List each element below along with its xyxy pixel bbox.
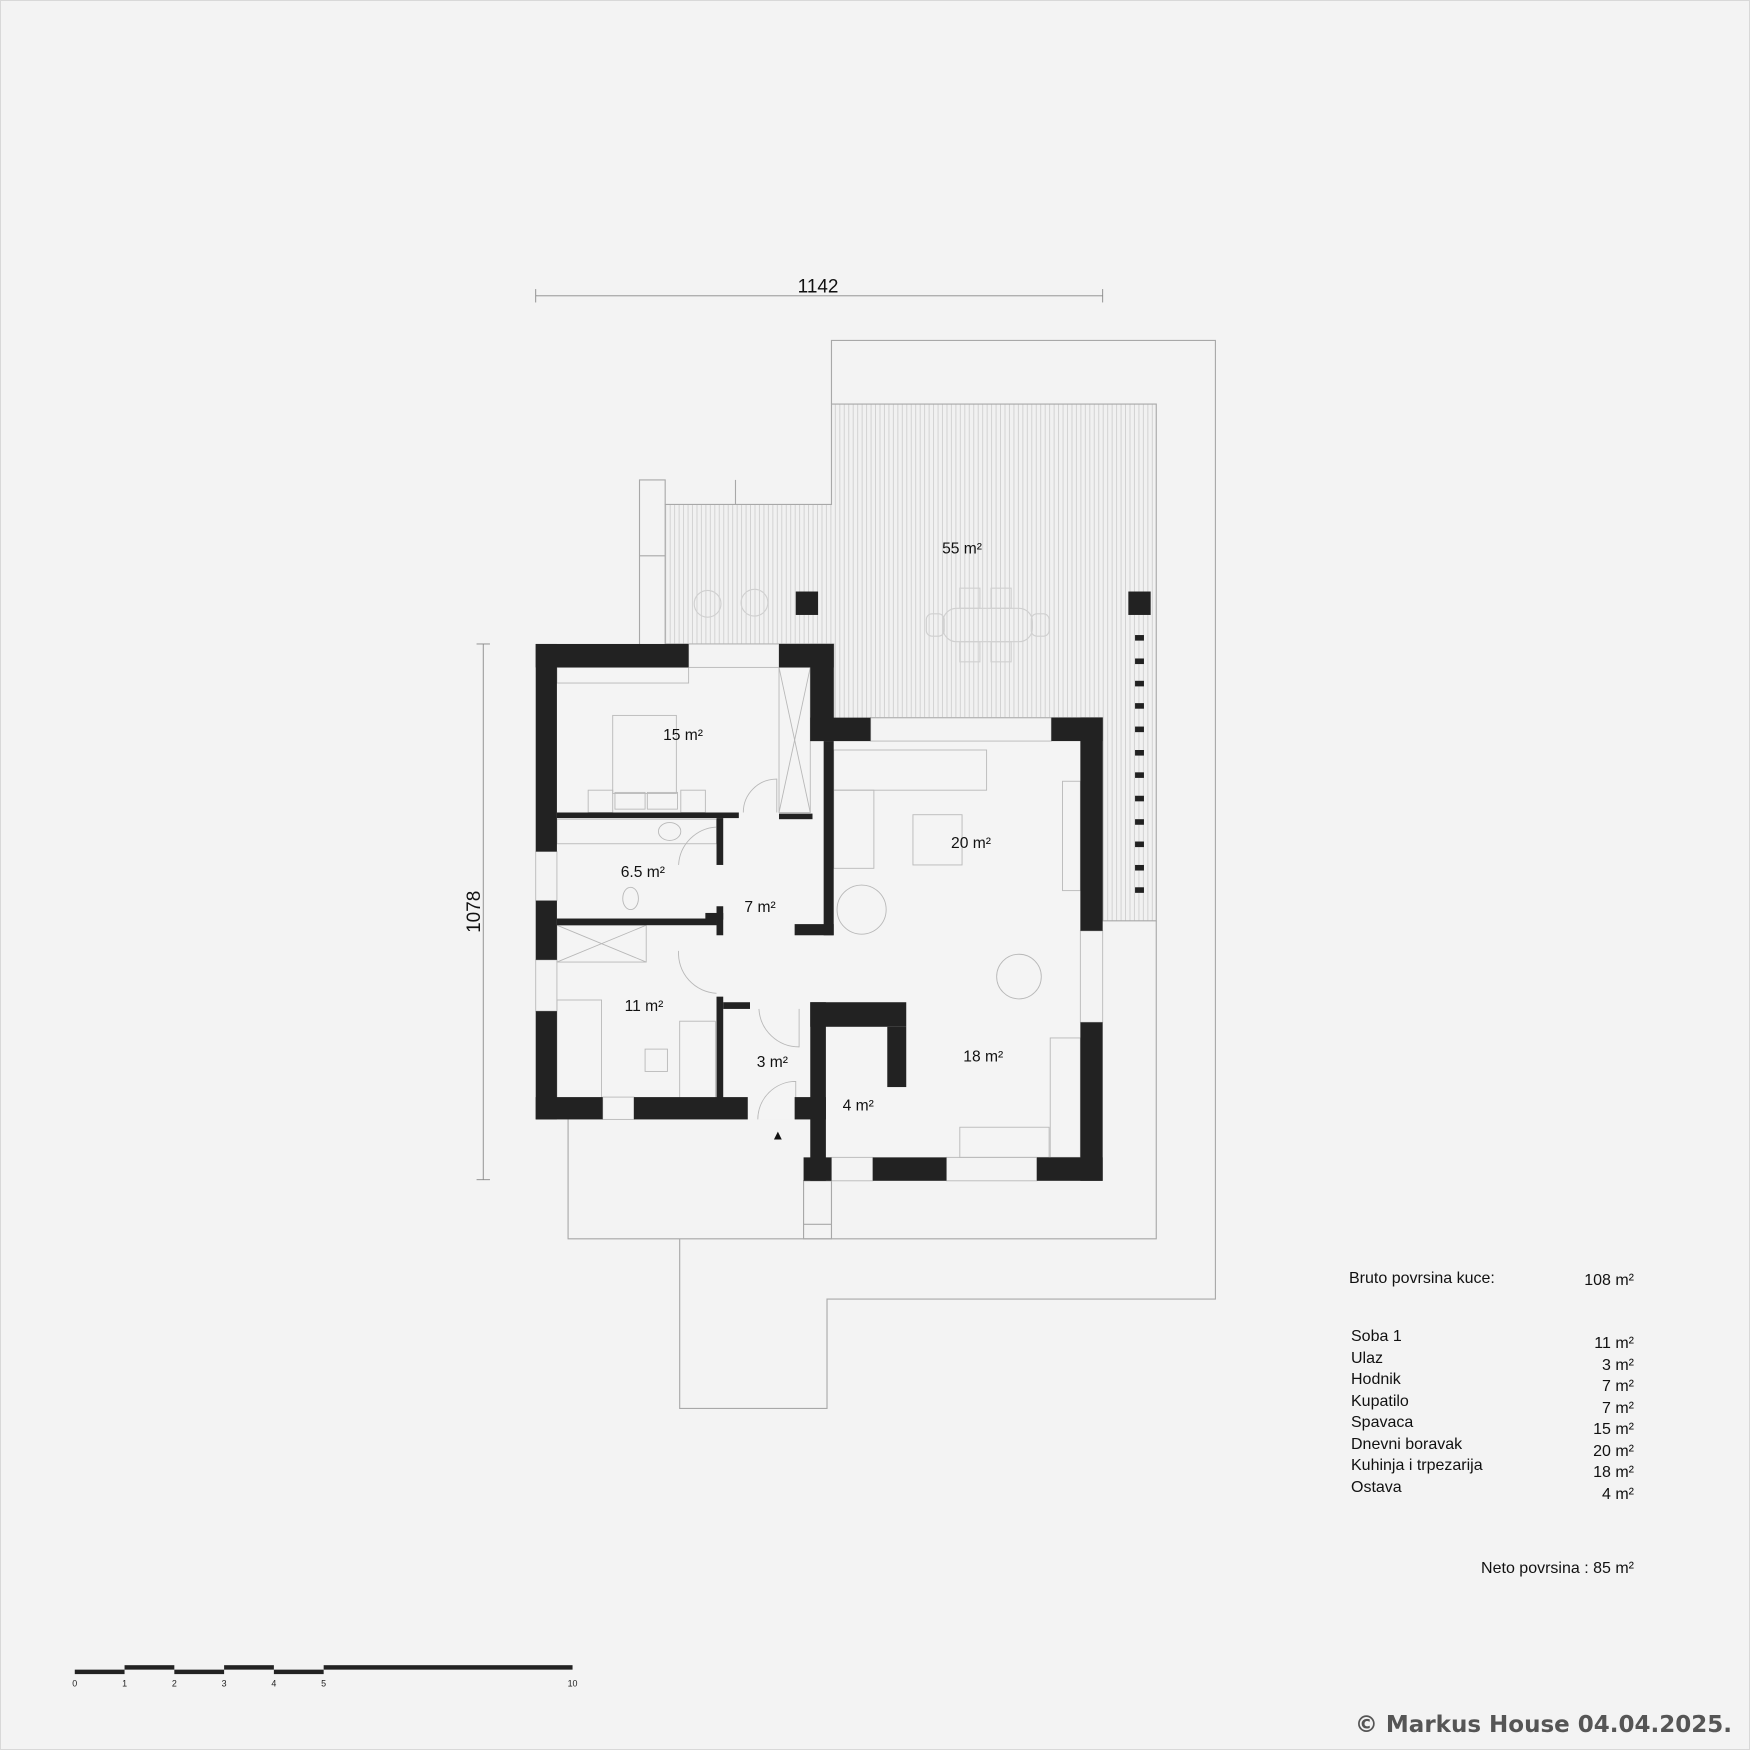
area-name: Ostava: [1351, 1478, 1402, 1496]
area-value: 7 m²: [1602, 1399, 1634, 1417]
scale-bar: [74, 1665, 573, 1675]
area-value: 4 m²: [1602, 1485, 1634, 1503]
area-value: 18 m²: [1593, 1464, 1634, 1481]
dimension-width: [535, 289, 1104, 303]
room-area-living: 20 m²: [951, 835, 991, 852]
area-row: Hodnik 7 m²: [1349, 1371, 1634, 1395]
bruto-label: Bruto povrsina kuce:: [1349, 1270, 1495, 1287]
scale-tick: 1: [122, 1678, 127, 1688]
bruto-value: 108 m²: [1584, 1272, 1634, 1289]
room-area-hallway: 7 m²: [744, 899, 775, 916]
area-row: Ostava 4 m²: [1349, 1478, 1634, 1503]
dimension-depth-label: 1078: [464, 891, 485, 933]
area-row: Ulaz 3 m²: [1349, 1349, 1634, 1374]
area-name: Soba 1: [1351, 1328, 1402, 1345]
room-area-pantry: 4 m²: [843, 1097, 874, 1114]
area-name: Ulaz: [1351, 1349, 1384, 1367]
area-row: Kuhinja i trpezarija 18 m²: [1349, 1457, 1634, 1481]
scale-tick: 0: [72, 1678, 77, 1688]
area-value: 3 m²: [1602, 1356, 1634, 1374]
area-name: Spavaca: [1351, 1414, 1414, 1431]
copyright: © Markus House 04.04.2025.: [1354, 1712, 1732, 1738]
dimension-width-label: 1142: [798, 276, 839, 297]
terrace-furniture: [693, 587, 1050, 663]
area-row: Soba 1 11 m²: [1349, 1328, 1634, 1352]
room-area-bedroom: 15 m²: [663, 727, 703, 744]
room-area-entrance: 3 m²: [757, 1054, 788, 1071]
walls: [535, 643, 1103, 1181]
room-area-terrace: 55 m²: [942, 541, 982, 558]
columns: [795, 591, 1151, 893]
area-value: 7 m²: [1602, 1378, 1634, 1395]
area-value: 11 m²: [1594, 1335, 1634, 1352]
room-area-room1: 11 m²: [625, 998, 664, 1015]
scale-tick: 4: [271, 1678, 276, 1688]
scale-tick: 5: [321, 1678, 326, 1688]
scale-tick: 3: [222, 1678, 227, 1688]
area-row: Spavaca 15 m²: [1349, 1414, 1634, 1438]
area-name: Kupatilo: [1351, 1392, 1409, 1410]
room-area-bathroom: 6.5 m²: [621, 864, 665, 881]
area-value: 15 m²: [1593, 1421, 1634, 1438]
area-name: Hodnik: [1351, 1371, 1401, 1388]
scale-tick: 10: [568, 1678, 578, 1688]
area-name: Dnevni boravak: [1351, 1435, 1463, 1453]
room-area-kitchen: 18 m²: [963, 1048, 1003, 1065]
area-row: Dnevni boravak 20 m²: [1349, 1435, 1634, 1460]
entrance-marker: ▲: [771, 1128, 784, 1143]
neto-area: Neto povrsina : 85 m²: [1481, 1560, 1634, 1577]
area-row: Kupatilo 7 m²: [1349, 1392, 1634, 1417]
area-value: 20 m²: [1593, 1442, 1634, 1460]
scale-tick: 2: [172, 1678, 177, 1688]
bruto-area: Bruto povrsina kuce: 108 m²: [1349, 1270, 1634, 1294]
roof-outline: [567, 339, 1216, 1410]
dimension-depth: [476, 643, 490, 1181]
area-name: Kuhinja i trpezarija: [1351, 1457, 1483, 1474]
